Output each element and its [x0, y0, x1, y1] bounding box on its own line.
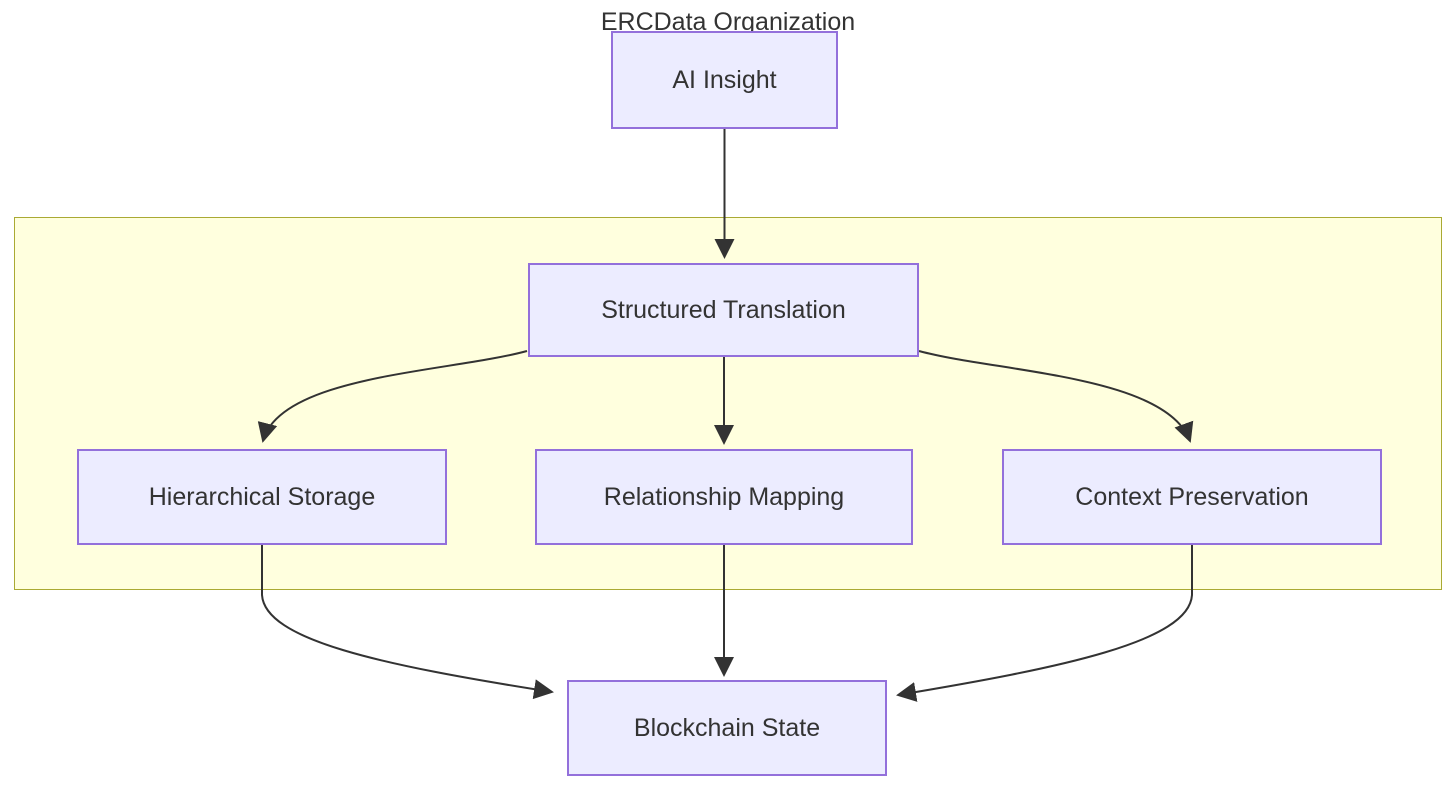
node-label: Blockchain State: [633, 713, 821, 742]
node-label: Hierarchical Storage: [148, 482, 376, 511]
node-label: Structured Translation: [601, 295, 846, 324]
node-relationship-mapping: Relationship Mapping: [535, 449, 913, 545]
node-label: Relationship Mapping: [603, 482, 845, 511]
node-context-preservation: Context Preservation: [1002, 449, 1382, 545]
node-structured-translation: Structured Translation: [528, 263, 919, 357]
node-blockchain-state: Blockchain State: [567, 680, 887, 776]
node-hierarchical-storage: Hierarchical Storage: [77, 449, 447, 545]
node-label: AI Insight: [672, 65, 777, 94]
node-label: Context Preservation: [1075, 482, 1309, 511]
node-ai-insight: AI Insight: [611, 31, 838, 129]
